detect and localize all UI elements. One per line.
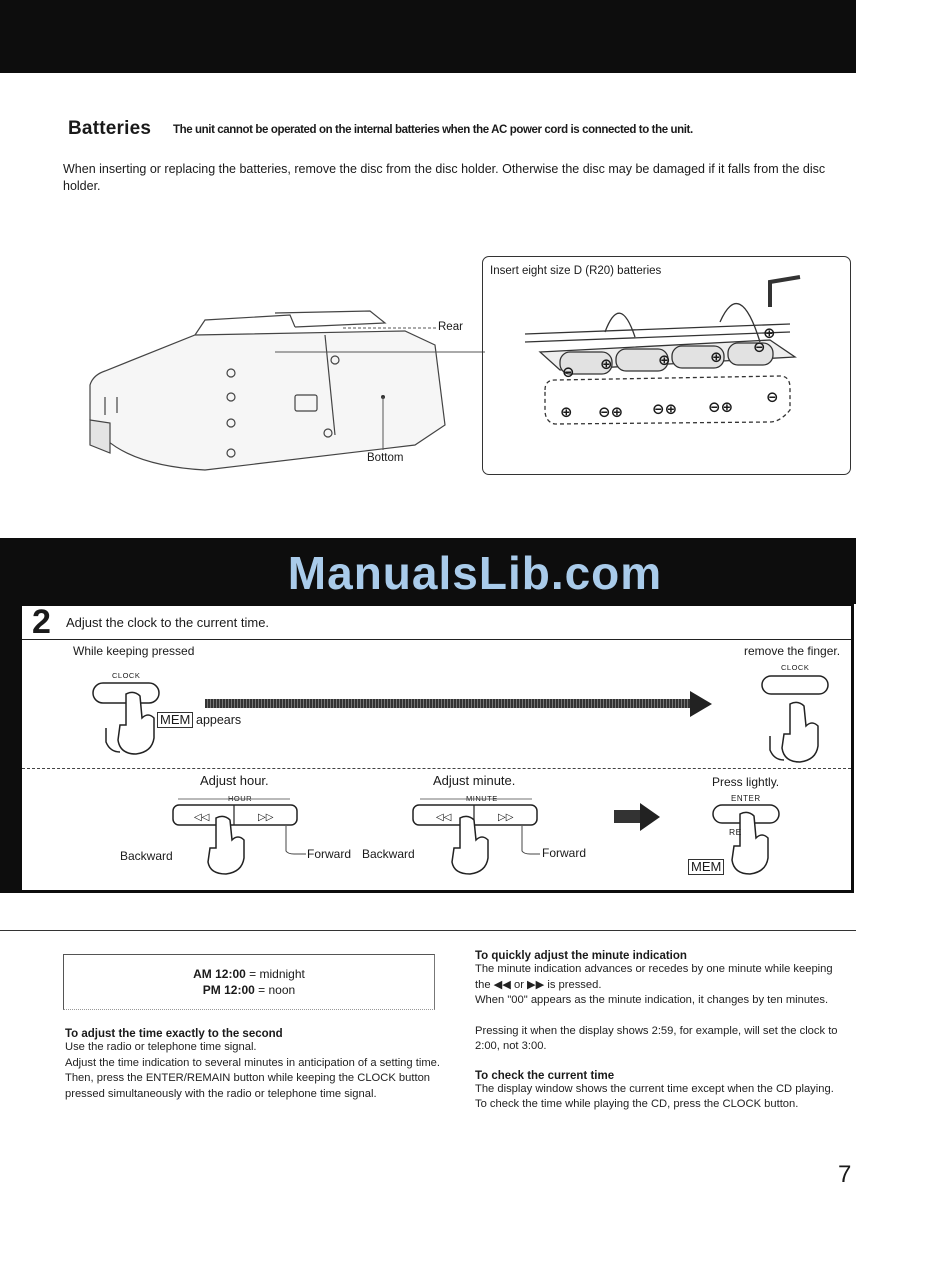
clock-label-right: CLOCK [781, 663, 810, 672]
step-number: 2 [32, 603, 51, 641]
batteries-title: Batteries [68, 118, 152, 139]
enter-label: ENTER [731, 794, 761, 803]
press-lightly-label: Press lightly. [712, 775, 780, 789]
svg-text:⊕: ⊕ [600, 355, 613, 373]
bottom-label: Bottom [367, 452, 404, 464]
battery-inset-caption: Insert eight size D (R20) batteries [490, 265, 662, 277]
enter-button-press-illustration [712, 804, 780, 875]
svg-text:⊖⊕: ⊖⊕ [652, 400, 677, 418]
svg-text:⊕: ⊕ [658, 351, 671, 369]
quick-adjust-p1: The minute indication advances or recede… [475, 963, 833, 991]
minute-buttons-illustration: ◁◁ ▷▷ [412, 798, 540, 875]
svg-text:⊕: ⊕ [710, 348, 723, 366]
top-header-bar [0, 0, 856, 73]
check-time-heading: To check the current time [475, 1069, 615, 1082]
minute-label: MINUTE [466, 794, 498, 803]
watermark-text: ManualsLib.com [287, 547, 663, 599]
step-dashed-divider [22, 768, 851, 769]
svg-text:⊕: ⊕ [763, 324, 776, 342]
section-rule [0, 930, 856, 931]
svg-text:⊖: ⊖ [562, 363, 575, 381]
forward-label-minute: Forward [542, 846, 587, 860]
mem-indicator-2: MEM [688, 859, 725, 875]
short-arrow-icon [614, 803, 660, 831]
page-number: 7 [838, 1161, 852, 1188]
right-column: To quickly adjust the minute indication … [475, 950, 845, 1113]
unit-illustration [89, 310, 485, 471]
quick-adjust-p2: When "00" appears as the minute indicati… [475, 994, 829, 1006]
note-am-key: AM 12:00 [193, 967, 246, 981]
remain-partial-label: RE [729, 827, 742, 837]
quick-adjust-p3: Pressing it when the display shows 2:59,… [475, 1024, 838, 1053]
batteries-description: When inserting or replacing the batterie… [63, 162, 826, 193]
battery-inset-frame [482, 256, 851, 475]
hour-label: HOUR [228, 794, 253, 803]
svg-text:⊖⊕: ⊖⊕ [708, 398, 733, 416]
long-arrow-bar [205, 699, 693, 708]
svg-text:⊕: ⊕ [560, 403, 573, 421]
appears-label: appears [196, 713, 242, 727]
exact-time-p1: Use the radio or telephone time signal. [65, 1041, 257, 1053]
arrow-head-icon [690, 691, 712, 717]
exact-time-heading: To adjust the time exactly to the second [65, 1028, 283, 1040]
note-box [63, 954, 435, 1010]
step-divider [22, 639, 851, 640]
section-dark-band [0, 538, 856, 604]
svg-text:⊖: ⊖ [766, 388, 779, 406]
batteries-warning: The unit cannot be operated on the inter… [173, 124, 693, 136]
backward-label-minute: Backward [362, 847, 415, 861]
svg-text:◁◁: ◁◁ [194, 812, 210, 823]
svg-text:⊖: ⊖ [753, 338, 766, 356]
svg-text:⊖⊕: ⊖⊕ [598, 403, 623, 421]
battery-compartment-illustration: ⊖⊕ ⊕⊕ ⊖⊕ ⊕⊖⊕ ⊖⊕⊖⊕ ⊖ [524, 275, 801, 425]
note-pm-line: PM 12:00 = noon [63, 983, 435, 997]
svg-text:▷▷: ▷▷ [258, 812, 274, 823]
note-pm-value: = noon [258, 983, 296, 997]
check-time-p4: The display window shows the current tim… [475, 1082, 834, 1111]
mem-indicator: MEM [157, 712, 194, 728]
while-pressed-label: While keeping pressed [73, 644, 195, 658]
clock-button-release-illustration [761, 675, 829, 763]
hour-buttons-illustration: ◁◁ ▷▷ [172, 798, 306, 875]
note-am-value: = midnight [249, 967, 305, 981]
clock-button-press-illustration [92, 682, 160, 755]
note-am-line: AM 12:00 = midnight [63, 967, 435, 981]
svg-text:▷▷: ▷▷ [498, 812, 514, 823]
rear-label: Rear [438, 321, 463, 333]
step-title: Adjust the clock to the current time. [66, 615, 270, 630]
step-panel [0, 603, 854, 893]
adjust-minute-label: Adjust minute. [433, 773, 516, 788]
note-pm-key: PM 12:00 [202, 983, 255, 997]
adjust-hour-label: Adjust hour. [200, 773, 269, 788]
svg-text:◁◁: ◁◁ [436, 812, 452, 823]
exact-time-p2: Adjust the time indication to several mi… [65, 1056, 440, 1100]
backward-label-hour: Backward [120, 849, 173, 863]
clock-label-left: CLOCK [112, 671, 141, 680]
quick-adjust-heading: To quickly adjust the minute indication [475, 950, 687, 962]
forward-label-hour: Forward [307, 847, 352, 861]
remove-finger-label: remove the finger. [744, 644, 841, 658]
left-column: To adjust the time exactly to the second… [65, 1028, 440, 1102]
